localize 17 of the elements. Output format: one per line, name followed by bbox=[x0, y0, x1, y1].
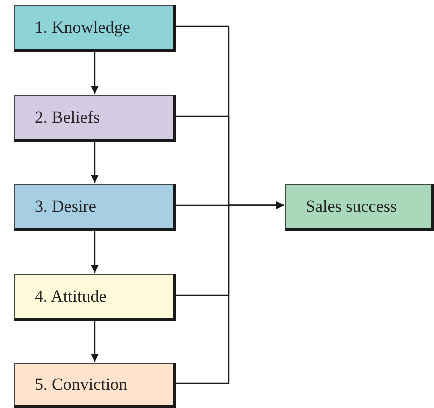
process-box bbox=[14, 274, 176, 321]
process-box bbox=[14, 5, 176, 52]
arrow bbox=[176, 202, 284, 384]
box-label: 1. Knowledge bbox=[35, 18, 130, 38]
box-label: 4. Attitude bbox=[35, 286, 107, 306]
box-label: 2. Beliefs bbox=[35, 108, 100, 128]
arrow bbox=[91, 231, 99, 273]
process-box bbox=[14, 184, 176, 231]
process-box bbox=[14, 95, 176, 142]
process-box bbox=[285, 184, 434, 231]
arrow bbox=[91, 142, 99, 183]
box-label: 3. Desire bbox=[35, 196, 96, 216]
box-label: Sales success bbox=[306, 196, 398, 216]
process-box bbox=[14, 363, 176, 408]
arrow bbox=[91, 321, 99, 362]
arrow bbox=[91, 52, 99, 94]
box-label: 5. Conviction bbox=[35, 374, 128, 394]
